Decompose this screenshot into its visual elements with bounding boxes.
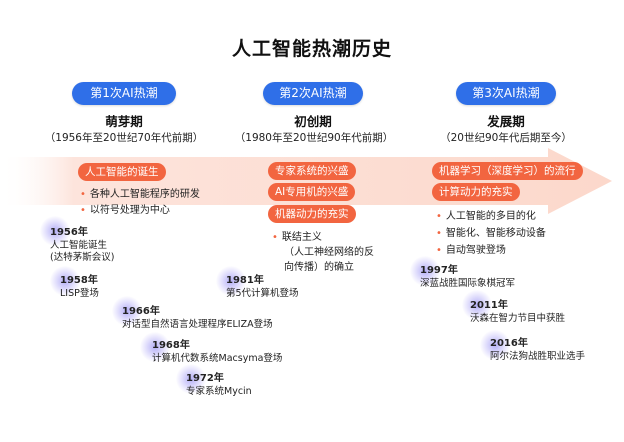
wave-3-range: （20世纪90年代后期至今） xyxy=(440,132,572,144)
wave-2-tag: 机器动力的充实 xyxy=(268,205,356,223)
wave-2-bullet-cont: （人工神经网络的反 xyxy=(284,247,374,258)
event-text: 第5代计算机登场 xyxy=(226,287,299,299)
event-text: 专家系统Mycin xyxy=(186,385,252,397)
milestone-glow xyxy=(216,266,246,296)
event-1972: 1972年 专家系统Mycin xyxy=(186,373,252,398)
wave-1-bullet: •以符号处理为中心 xyxy=(80,205,170,216)
event-1968: 1968年 计算机代数系统Macsyma登场 xyxy=(152,340,282,365)
event-year: 1956年 xyxy=(50,227,88,238)
wave-1-bullet: •各种人工智能程序的研发 xyxy=(80,189,200,200)
wave-2-tag: AI专用机的兴盛 xyxy=(268,183,356,201)
event-year: 2016年 xyxy=(490,338,528,349)
wave-3-bullet: •智能化、智能移动设备 xyxy=(436,228,546,239)
event-text: (达特茅斯会议) xyxy=(50,252,115,263)
milestone-glow xyxy=(50,266,80,296)
wave-3-tag: 机器学习（深度学习）的流行 xyxy=(432,162,583,180)
wave-2-bullet: •联结主义 xyxy=(272,232,322,243)
wave-3-pill: 第3次AI热潮 xyxy=(456,82,556,105)
milestone-glow xyxy=(410,256,440,286)
milestone-glow xyxy=(140,332,170,362)
milestone-glow xyxy=(462,290,492,320)
event-1966: 1966年 对话型自然语言处理程序ELIZA登场 xyxy=(122,306,273,331)
milestone-glow xyxy=(112,296,142,326)
wave-3-bullet: •人工智能的多目的化 xyxy=(436,211,536,222)
wave-1-tag: 人工智能的诞生 xyxy=(78,163,166,181)
event-year: 1981年 xyxy=(226,275,264,286)
event-year: 1968年 xyxy=(152,340,190,351)
event-year: 1958年 xyxy=(60,275,98,286)
event-text: 计算机代数系统Macsyma登场 xyxy=(152,352,283,364)
wave-2-era: 初创期 xyxy=(294,114,332,129)
wave-1-pill: 第1次AI热潮 xyxy=(72,82,176,105)
wave-2-range: （1980年至20世纪90年代前期） xyxy=(234,132,394,144)
event-year: 2011年 xyxy=(470,300,508,311)
wave-2-tag: 专家系统的兴盛 xyxy=(268,162,356,180)
event-1981: 1981年 第5代计算机登场 xyxy=(226,275,299,300)
event-text: 沃森在智力节目中获胜 xyxy=(470,312,566,324)
event-text: 对话型自然语言处理程序ELIZA登场 xyxy=(122,318,273,330)
event-year: 1997年 xyxy=(420,265,458,276)
milestone-glow xyxy=(480,330,510,360)
event-1997: 1997年 深蓝战胜国际象棋冠军 xyxy=(420,265,515,290)
wave-3-tag: 计算动力的充实 xyxy=(432,183,520,201)
event-text: 深蓝战胜国际象棋冠军 xyxy=(420,277,516,289)
wave-2-pill: 第2次AI热潮 xyxy=(263,82,363,105)
wave-2-bullet-cont: 向传播）的确立 xyxy=(284,262,354,273)
page-title: 人工智能热潮历史 xyxy=(231,38,392,60)
event-text: 阿尔法狗战胜职业选手 xyxy=(490,350,586,362)
wave-1-era: 萌芽期 xyxy=(105,114,143,129)
milestone-glow xyxy=(40,216,70,246)
wave-1-range: （1956年至20世纪70年代前期） xyxy=(44,132,204,144)
event-year: 1972年 xyxy=(186,373,224,384)
event-year: 1966年 xyxy=(122,306,160,317)
wave-3-era: 发展期 xyxy=(487,114,525,129)
event-text: 人工智能诞生 xyxy=(50,239,108,251)
milestone-glow xyxy=(176,364,206,394)
event-text: LISP登场 xyxy=(60,287,99,299)
wave-3-bullet: •自动驾驶登场 xyxy=(436,245,506,256)
event-2016: 2016年 阿尔法狗战胜职业选手 xyxy=(490,338,585,363)
event-2011: 2011年 沃森在智力节目中获胜 xyxy=(470,300,565,325)
event-1958: 1958年 LISP登场 xyxy=(60,275,99,300)
event-1956: 1956年 人工智能诞生 (达特茅斯会议) xyxy=(50,227,114,265)
